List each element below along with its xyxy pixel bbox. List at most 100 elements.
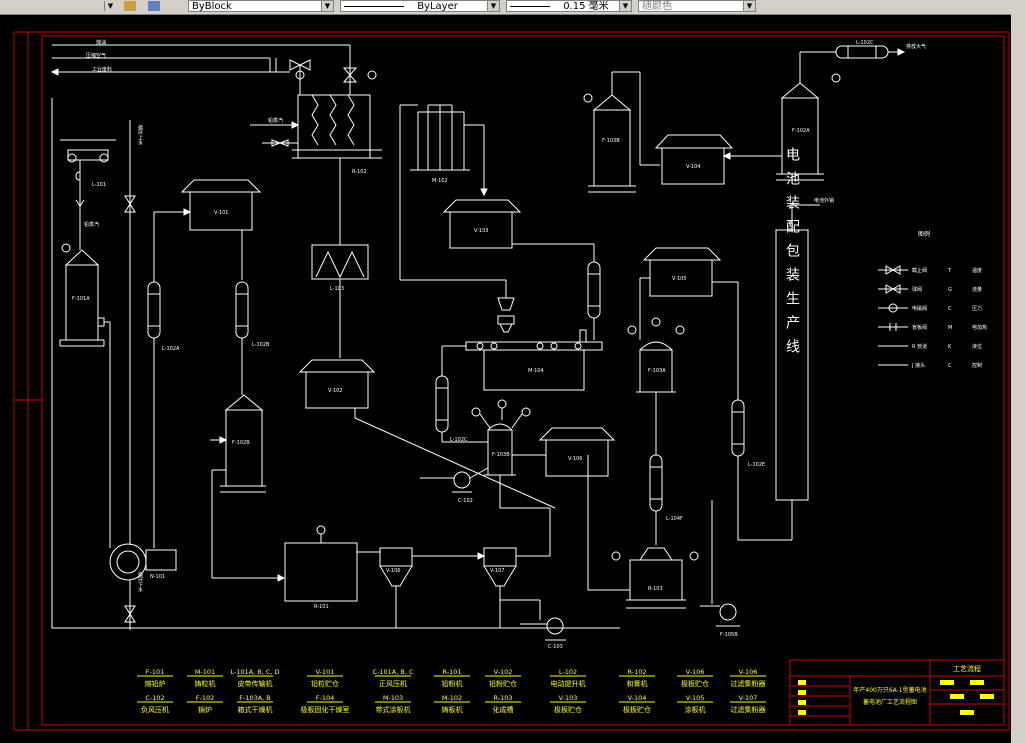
label-c103: C-103 [548, 644, 563, 650]
equipment-name: 箱式干燥机 [238, 705, 273, 714]
label-f101a: F-101A [72, 296, 90, 302]
equipment-name: 负风压机 [141, 705, 169, 714]
equipment-code: V-101 [316, 668, 335, 676]
equipment-code: V-102 [494, 668, 513, 676]
lineweight-swatch [344, 5, 404, 7]
equipment-code: L-101A, B, C, D [230, 668, 279, 676]
elevator-l102b: L-102B [235, 281, 270, 395]
label-n101: N-101 [150, 574, 165, 580]
compressor-c103: C-103 [520, 617, 566, 650]
input-label-1: 压缩空气 [86, 52, 106, 59]
color-select[interactable]: 随颜色 ▼ [638, 0, 756, 12]
legend-title: 图例 [918, 230, 930, 238]
equipment-name: 锅炉 [198, 705, 212, 714]
dryer-f102b: F-102B [210, 394, 286, 582]
label-v106b: V-106 [386, 568, 400, 574]
equipment-name: 极板固化干燥室 [301, 705, 350, 714]
cooler-l102c-top: L-102C 排放大气 [835, 40, 926, 59]
label-l102a: L-102A [162, 346, 180, 352]
equipment-entry: R-101 铅粉机 [434, 668, 470, 688]
equipment-code: C-102 [145, 694, 164, 702]
legend-name: 压力 [972, 305, 982, 312]
legend-symbol-name: 电磁阀 [912, 305, 927, 312]
mill-r101: R-101 [284, 525, 380, 610]
input-label-0: 煤油 [96, 39, 106, 46]
hopper-v101: V-101 [180, 179, 262, 280]
legend-name: 控制 [972, 362, 982, 369]
input-label-2: 工业废料 [92, 66, 112, 73]
label-l102c: L-102C [450, 437, 468, 443]
equipment-name: 极板贮仓 [681, 679, 709, 688]
gauge-icon-f103a-1 [627, 325, 637, 335]
heater-l103: L-103 [311, 158, 369, 358]
chevron-down-icon[interactable]: ▼ [104, 1, 116, 11]
production-line: 电池外销 电池装配包装生产线 [775, 147, 834, 501]
gauge-icon-r103-right [689, 551, 699, 561]
gauge-icon-r103-left [611, 551, 621, 561]
legend-code: M [948, 325, 952, 331]
equipment-code: V-107 [739, 694, 758, 702]
label-v103: V-103 [474, 228, 488, 234]
label-l102b: L-102B [252, 342, 270, 348]
gauge-icon-3 [521, 407, 531, 417]
equipment-code: L-102 [559, 668, 577, 676]
label-v102: V-102 [328, 388, 342, 394]
chevron-down-icon[interactable]: ▼ [619, 1, 631, 11]
label-v105: V-105 [672, 276, 686, 282]
label-f105b: F-105B [720, 632, 738, 638]
width-select[interactable]: 0.15 毫米 ▼ [506, 0, 632, 12]
equipment-name: 过滤集粉器 [731, 705, 766, 714]
label-r103: R-103 [648, 586, 663, 592]
equipment-code: F-104 [316, 694, 335, 702]
chevron-down-icon[interactable]: ▼ [321, 1, 333, 11]
drawing-canvas[interactable]: 煤油 压缩空气 工业废料 铅蒸汽 R-102 [0, 14, 1011, 743]
vessel-f103a: F-103A [627, 317, 685, 455]
equipment-code: V-106 [739, 668, 758, 676]
vertical-scrollbar[interactable] [1011, 14, 1025, 743]
equipment-entry: F-102 锅炉 [187, 694, 223, 714]
elevator-l102c: L-102C [435, 375, 488, 443]
input-lines: 煤油 压缩空气 工业废料 [50, 39, 620, 629]
equipment-name: 带式涂板机 [376, 705, 411, 714]
hoist-l101: L-101 铅蒸汽 [60, 139, 116, 253]
equipment-code: F-102 [196, 694, 215, 702]
valve-gauge-icon [295, 70, 305, 80]
legend-symbol-name: 盲板阀 [912, 324, 927, 331]
label-m104: M-104 [528, 368, 544, 374]
gauge-icon [888, 303, 898, 313]
valve-icon [891, 265, 901, 275]
chevron-down-icon[interactable]: ▼ [487, 1, 499, 11]
chevron-down-icon[interactable]: ▼ [743, 1, 755, 11]
layer-icon[interactable] [124, 1, 136, 11]
layer-stack-icon[interactable] [148, 1, 160, 11]
lineweight-select[interactable]: ByLayer ▼ [340, 0, 500, 12]
label-v101: V-101 [214, 210, 228, 216]
equipment-name: 铅粉机 [442, 679, 463, 688]
outer-frame [13, 31, 1010, 731]
title-block: 工艺流程 年产400万只6A-1型蓄电池 蓄电池厂工艺流程图 [789, 659, 1005, 726]
to-chimney-label: 排放大气 [906, 43, 926, 50]
cooling-water-lines: 循环上水 循环下水 [124, 120, 143, 630]
label-f103b: F-103B [602, 138, 620, 144]
legend-name: 电加热 [972, 324, 987, 331]
equipment-name: 熔铅炉 [145, 679, 166, 688]
label-l104f: L-104F [666, 516, 683, 522]
equipment-code: R-101 [442, 668, 461, 676]
compressor-c102: C-102 [420, 467, 489, 504]
equipment-name: 涂板机 [685, 705, 706, 714]
column-f102a: F-102A [776, 51, 841, 181]
gauge-icon-f103a-2 [651, 317, 661, 327]
equipment-code: M-101 [195, 668, 215, 676]
label-v107: V-107 [490, 568, 504, 574]
valve-icon [885, 284, 895, 294]
legend-code: C [948, 306, 952, 312]
linetype-select[interactable]: ByBlock ▼ [188, 0, 334, 12]
